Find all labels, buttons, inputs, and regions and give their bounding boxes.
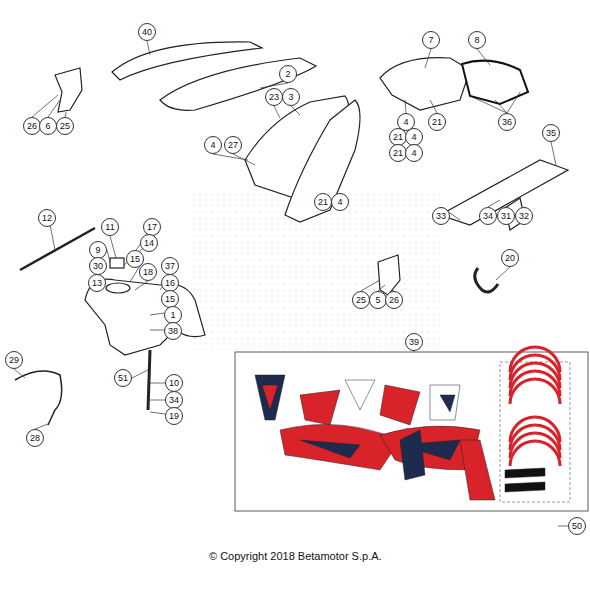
- callout-number: 32: [515, 207, 533, 225]
- callout-number: 28: [26, 429, 44, 447]
- callout-number: 50: [568, 517, 586, 535]
- callout-number: 21: [314, 193, 332, 211]
- callout-number: 26: [385, 291, 403, 309]
- callout-number: 23: [265, 88, 283, 106]
- callout-number: 12: [38, 209, 56, 227]
- callout-number: 27: [224, 136, 242, 154]
- copyright-caption: © Copyright 2018 Betamotor S.p.A.: [209, 550, 382, 562]
- callout-number: 30: [89, 257, 107, 275]
- callout-number: 34: [479, 207, 497, 225]
- callout-number: 25: [352, 291, 370, 309]
- callout-number: 40: [138, 23, 156, 41]
- callout-number: 38: [164, 322, 182, 340]
- callout-number: 11: [101, 218, 119, 236]
- callout-number: 36: [498, 113, 516, 131]
- callout-number: 6: [39, 117, 57, 135]
- callout-number: 51: [114, 369, 132, 387]
- callout-number: 35: [542, 124, 560, 142]
- callout-number: 4: [331, 193, 349, 211]
- callout-number: 17: [143, 218, 161, 236]
- callout-number: 8: [468, 31, 486, 49]
- callout-number: 4: [204, 136, 222, 154]
- callout-number: 2: [279, 65, 297, 83]
- callout-number: 39: [405, 333, 423, 351]
- callout-number: 29: [5, 351, 23, 369]
- callout-number: 37: [161, 257, 179, 275]
- callout-number: 33: [432, 207, 450, 225]
- callout-number: 13: [88, 274, 106, 292]
- callout-number: 14: [140, 234, 158, 252]
- callout-number: 19: [165, 407, 183, 425]
- callout-number: 25: [56, 117, 74, 135]
- callout-number: 20: [501, 249, 519, 267]
- callout-number: 18: [139, 263, 157, 281]
- callout-number: 4: [405, 144, 423, 162]
- callout-number: 21: [428, 113, 446, 131]
- callout-number: 3: [282, 88, 300, 106]
- callout-number: 7: [422, 31, 440, 49]
- callout-number: 10: [165, 374, 183, 392]
- callout-number: 31: [497, 207, 515, 225]
